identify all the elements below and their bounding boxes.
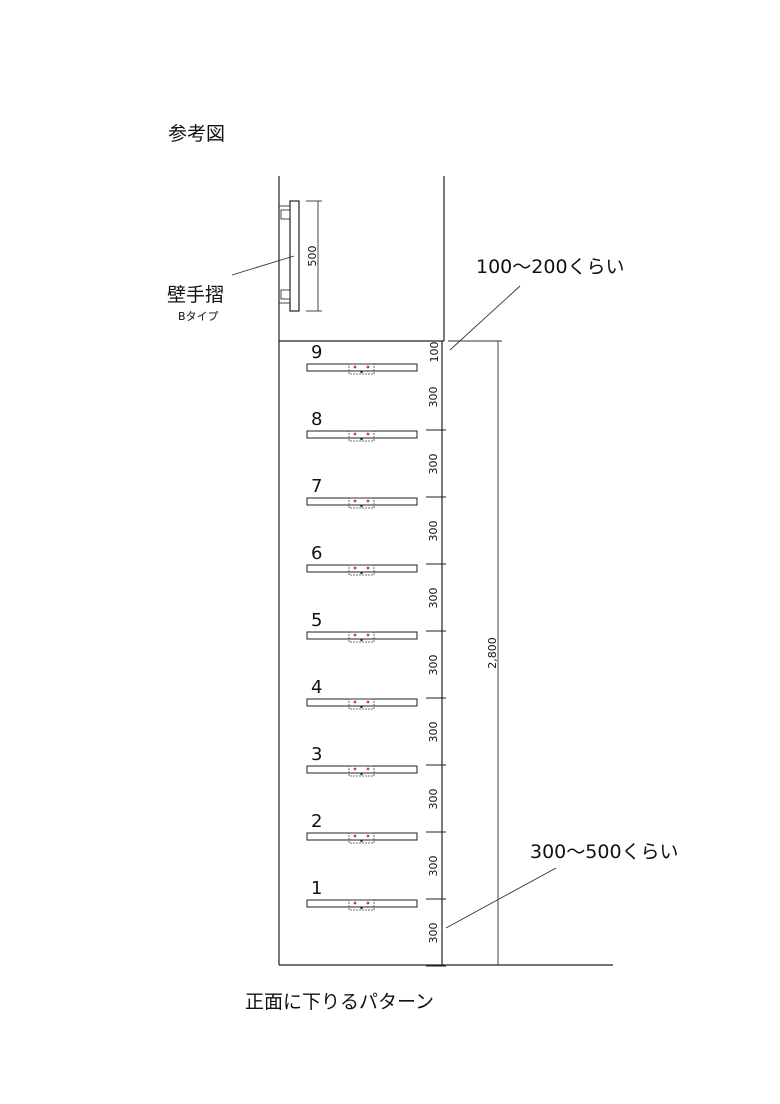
ladder-step: 5 300 [306,610,446,699]
ladder-step: 6 300 [306,543,446,632]
bolt-icon [353,566,357,570]
handrail-length-label: 500 [306,246,319,267]
bolt-icon [353,700,357,704]
step-number: 1 [311,878,322,899]
bolt-icon [353,499,357,503]
bolt-icon [366,767,370,771]
bolt-icon [366,499,370,503]
step-bracket [348,363,375,375]
bolt-icon [353,432,357,436]
step-bracket [348,497,375,509]
bolt-icon [360,906,363,910]
bottom-note: 300〜500くらい [530,841,679,863]
top-note: 100〜200くらい [476,256,625,278]
step-number: 7 [311,476,322,497]
drawing-caption: 正面に下りるパターン [245,991,434,1013]
step-gap-label: 300 [427,521,440,542]
step-gap-label: 300 [427,387,440,408]
ladder-step: 3 300 [306,744,446,833]
total-dimension-label: 2,800 [486,637,499,669]
ladder-step: 4 300 [306,677,446,766]
step-bracket [348,564,375,576]
bolt-icon [360,437,363,441]
bolt-icon [353,834,357,838]
step-bracket [348,832,375,844]
drawing-title: 参考図 [168,123,225,145]
bolt-icon [360,638,363,642]
step-number: 3 [311,744,322,765]
bolt-icon [353,901,357,905]
bolt-icon [366,834,370,838]
step-bracket [348,765,375,777]
wall-handrail [279,200,300,312]
bolt-icon [366,633,370,637]
bolt-icon [360,705,363,709]
bolt-icon [366,700,370,704]
step-bracket [348,899,375,911]
ladder-steps: 9 300 8 300 7 300 6 300 5 300 4 300 3 300 2 300 1 300 [306,342,446,967]
ladder-step: 1 300 [306,878,446,967]
handrail-type-label: Bタイプ [178,310,219,323]
ladder-step: 8 300 [306,409,446,498]
step-gap-label: 300 [427,655,440,676]
step-gap-label: 300 [427,454,440,475]
step-gap-label: 300 [427,856,440,877]
handrail-label: 壁手摺 [167,284,224,306]
step-number: 4 [311,677,322,698]
step-gap-label: 300 [427,722,440,743]
step-number: 6 [311,543,322,564]
bolt-icon [360,504,363,508]
step-number: 2 [311,811,322,832]
top-gap-label: 100 [428,342,441,363]
step-gap-label: 300 [427,588,440,609]
bolt-icon [360,772,363,776]
bolt-icon [353,767,357,771]
bolt-icon [366,566,370,570]
bolt-icon [360,370,363,374]
bolt-icon [360,571,363,575]
top-note-leader-line [449,285,521,351]
bolt-icon [360,839,363,843]
bolt-icon [353,365,357,369]
step-bracket [348,430,375,442]
step-gap-label: 300 [427,923,440,944]
step-bracket [348,631,375,643]
step-number: 9 [311,342,322,363]
handrail-dimension [306,200,322,312]
bolt-icon [366,901,370,905]
bolt-icon [353,633,357,637]
ladder-step: 2 300 [306,811,446,900]
step-gap-label: 300 [427,789,440,810]
handrail-leader-line [231,255,295,276]
ladder-step: 7 300 [306,476,446,565]
bolt-icon [366,432,370,436]
step-number: 8 [311,409,322,430]
step-bracket [348,698,375,710]
bolt-icon [366,365,370,369]
bottom-note-leader-line [445,867,557,929]
ladder-step: 9 300 [306,342,446,431]
step-number: 5 [311,610,322,631]
